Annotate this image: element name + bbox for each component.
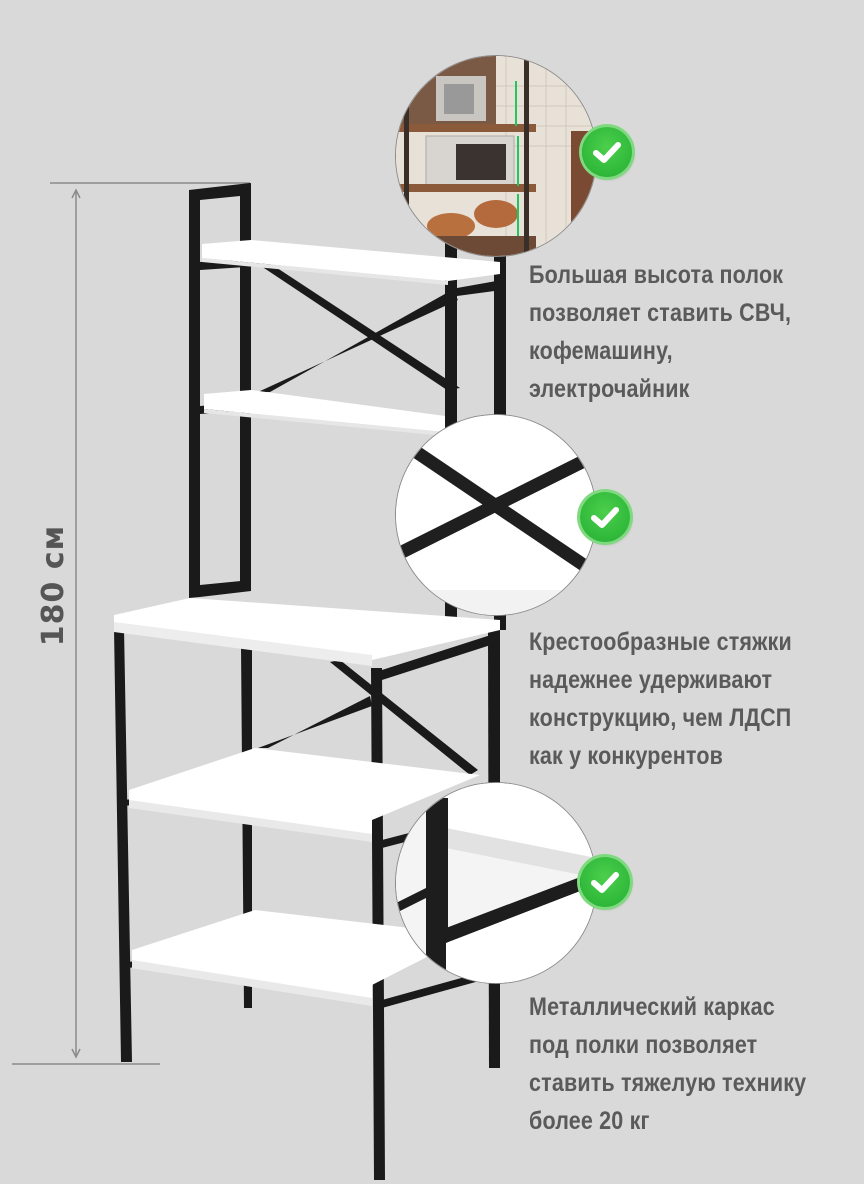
check-icon — [580, 857, 630, 907]
detail-circle-metal-frame — [395, 782, 597, 984]
cross-brace-closeup — [396, 415, 596, 615]
check-icon — [580, 492, 630, 542]
shelf-second — [204, 390, 445, 432]
detail-circle-kitchen-photo — [395, 55, 597, 257]
height-dimension-label: 180 см — [36, 524, 72, 646]
feature-text-shelf-height: Большая высота полок позволяет ставить С… — [529, 261, 792, 403]
kitchen-photo-illustration — [396, 56, 596, 256]
countertop — [114, 598, 500, 660]
shelf-top — [202, 240, 500, 281]
detail-circle-cross-braces — [395, 414, 597, 616]
metal-frame-closeup — [396, 783, 596, 983]
feature-text-metal-frame: Металлический каркас под полки позволяет… — [529, 993, 807, 1135]
check-icon — [582, 127, 632, 177]
shelf-bottom — [132, 910, 470, 1005]
feature-text-cross-braces: Крестообразные стяжки надежнее удерживаю… — [529, 628, 792, 770]
dimension-indicator — [12, 182, 250, 1065]
